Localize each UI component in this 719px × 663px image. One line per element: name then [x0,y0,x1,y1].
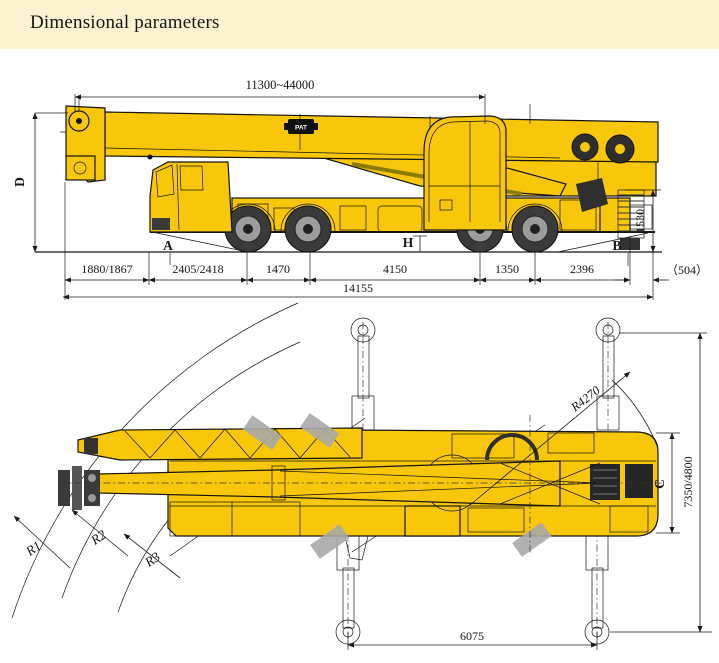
tail-swing-arc [611,379,659,449]
carrier-width-dimension: C [652,432,680,534]
outrigger-base-value: 6075 [460,629,484,643]
header-band: Dimensional parameters [0,0,719,49]
hoist-winches [571,133,635,164]
outrigger-base-dimension: 6075 [347,629,598,650]
deck-hatch [467,507,525,533]
deck-hatch [451,433,515,459]
outrigger-pad [595,317,621,343]
dim-axle-spacing-1: 2405/2418 [172,262,223,276]
exhaust-stack [344,535,369,561]
dim-axle-spacing-3: 1350 [495,262,519,276]
overall-height-label: D [12,177,27,187]
truck-cab [147,154,233,233]
engine-grille [625,464,653,498]
windshield [155,164,175,198]
boom-rest [576,178,608,212]
deck-hatch [547,432,595,454]
outrigger-rear-lower [584,530,610,645]
side-view-drawing: PAT [12,78,708,300]
carrier-width-label: C [652,479,667,489]
jib-tip-fitting [84,438,98,454]
turning-radius-labels: R1 R2 R3 [13,509,181,579]
length-dimension-chain: 1880/1867 2405/2418 1470 4150 1350 2396 … [62,182,708,300]
departure-angle-label: B [612,238,621,253]
departure-angle-line [557,232,649,253]
rear-height-dimension: 1530 [625,189,661,253]
approach-angle-label: A [163,238,173,253]
dim-overall-length: 14155 [343,281,373,295]
outrigger-pad [350,317,376,343]
hook-block-plan [58,466,100,510]
stowed-lattice-jib [77,427,363,461]
deck-hatch [609,505,649,533]
plan-view-drawing: R4270 C 7350/4800 6075 [11,302,712,650]
dim-rear-overhang: 2396 [570,262,594,276]
turning-radius-r3: R3 [141,549,163,571]
front-cab-plan [169,501,369,561]
dim-wheelbase: 4150 [383,262,407,276]
door-line [176,163,180,231]
boom-length-dimension: 11300~44000 [74,78,486,124]
pat-logo-text: PAT [295,125,307,132]
approach-angle-line [151,231,249,253]
engine-arc [485,433,539,461]
engine-grille [590,464,620,500]
outrigger-rear-upper [595,317,621,436]
outrigger-housing [339,205,367,231]
fender-arc [280,203,336,232]
mirror [147,154,153,160]
crane-cab [423,115,507,231]
fender-arc [507,203,563,232]
stay-plates [242,413,552,559]
overall-height-dimension: D [12,112,68,253]
cab-step [152,218,170,230]
dim-front-overhang: 1880/1867 [81,262,132,276]
boom-head-and-hook [60,96,106,183]
outrigger-spread-dimension: 7350/4800 [610,332,712,633]
wheel-axle2 [284,205,332,253]
rear-control-box [404,505,461,537]
wheel-axle1 [224,205,272,253]
page-title: Dimensional parameters [30,12,220,33]
pat-logo-plate [288,119,314,134]
outrigger-front-lower [335,530,361,645]
clearance-label: H [403,235,414,250]
dim-axle-spacing-2: 1470 [266,262,290,276]
turning-radius-r2: R2 [87,527,109,549]
outrigger-front-upper [350,317,376,436]
rear-height-value: 1530 [633,209,647,233]
dim-tail-overhang: （504） [666,263,708,277]
outrigger-spread-value: 7350/4800 [681,456,695,507]
boom-length-value: 11300~44000 [246,78,315,92]
hook-block [65,155,96,181]
wheel-axle4 [511,205,559,253]
door-window [179,165,204,191]
